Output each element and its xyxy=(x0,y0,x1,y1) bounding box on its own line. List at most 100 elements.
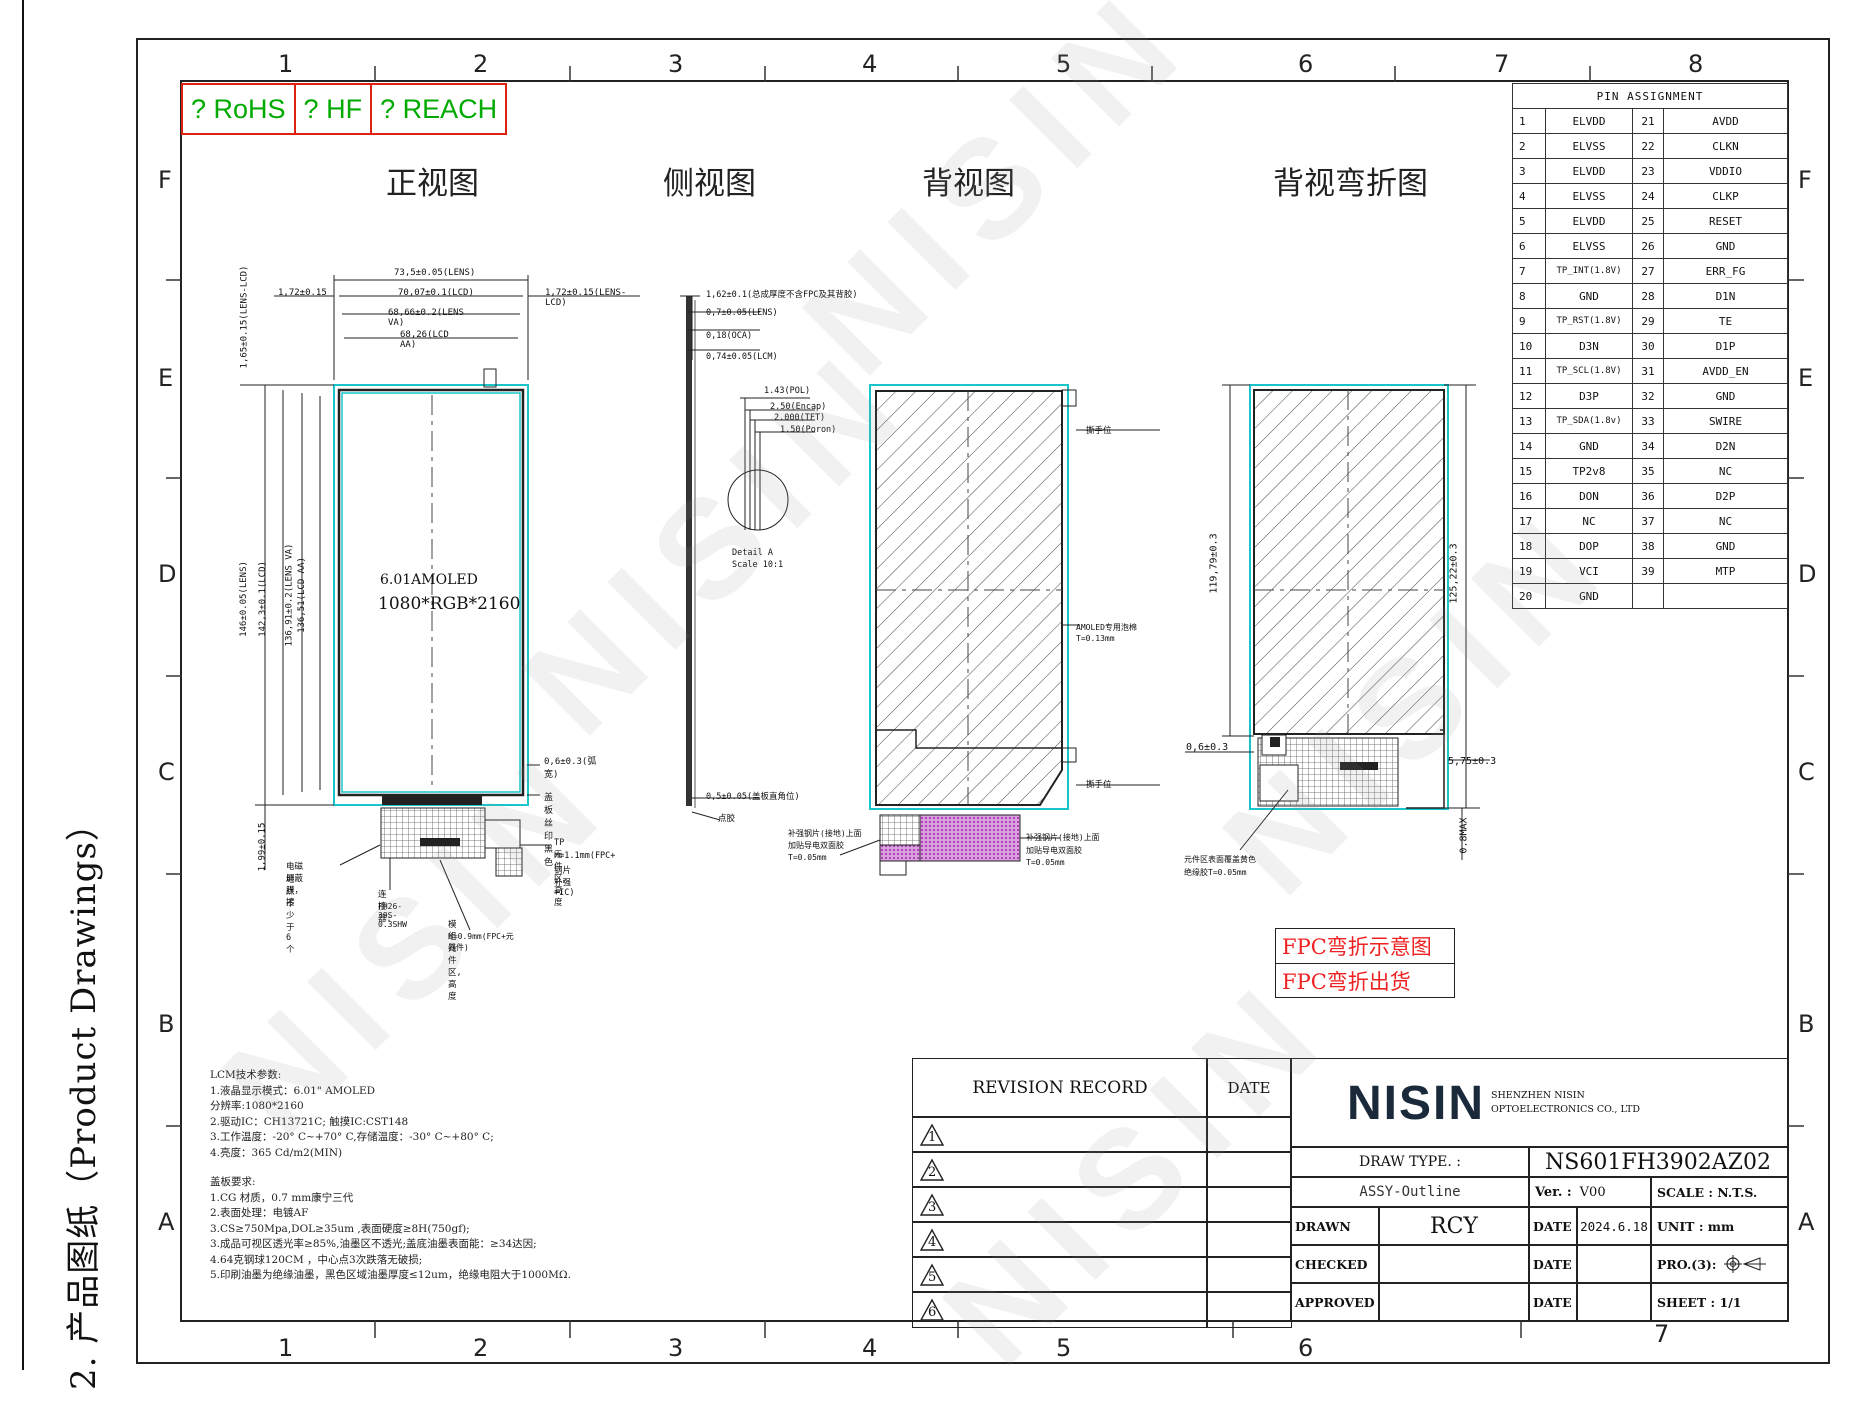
approved-date-label-cell: DATE xyxy=(1528,1282,1578,1322)
revision-number: 2 xyxy=(928,1164,937,1180)
dim-lcd-height: 142,3±0.1(LCD) xyxy=(257,561,268,637)
callout-tp-zone-3: 钢片补强+IC) xyxy=(554,866,575,898)
zone-col-2: 2 xyxy=(473,50,489,78)
pin-signal: D3N xyxy=(1545,333,1633,359)
zone-row-d: D xyxy=(158,560,177,588)
callout-emi-1: 电磁屏蔽膜，接 xyxy=(286,862,304,908)
dim-poron: 1.50(Poron) xyxy=(780,425,837,435)
zone-row-a: A xyxy=(158,1208,175,1236)
revision-number: 3 xyxy=(928,1199,937,1215)
pin-signal: D3P xyxy=(1545,383,1633,409)
callout-foam: AMOLED专用泡棉 xyxy=(1076,623,1137,632)
scale-cell: SCALE : N.T.S. xyxy=(1650,1176,1788,1208)
dim-total-thickness: 1,62±0.1(总成厚度不含FPC及其背胶) xyxy=(706,290,858,300)
pin-number: 12 xyxy=(1512,383,1546,409)
pin-signal: VCI xyxy=(1545,558,1633,584)
revision-row: 2 xyxy=(912,1151,1208,1188)
pin-signal: AVDD xyxy=(1663,108,1788,134)
hf-badge: ? HF xyxy=(296,85,373,133)
zone-col-b4: 4 xyxy=(862,1334,878,1362)
revision-row: 1 xyxy=(912,1116,1208,1153)
draw-type-label-cell: DRAW TYPE. : xyxy=(1290,1146,1530,1178)
panel-type: 6.01AMOLED xyxy=(380,572,478,588)
callout-module-zone-2: H=0.9mm(FPC+元器件) xyxy=(448,932,514,952)
zone-row-c: C xyxy=(158,758,175,786)
cover-note-line: 3.成品可视区透光率≥85%,油墨区不透光;盖底油墨表面能：≥34达因; xyxy=(210,1238,537,1250)
detail-a-scale: Scale 10:1 xyxy=(732,560,784,570)
pin-signal: SWIRE xyxy=(1663,408,1788,434)
lcm-note-line: 1.液晶显示模式：6.01" AMOLED xyxy=(210,1084,376,1097)
dim-total-height: 125,22±0.3 xyxy=(1448,543,1460,604)
drawing-frame xyxy=(136,38,1830,1364)
drawn-date-label-cell: DATE xyxy=(1528,1206,1578,1246)
lcm-notes: LCM技术参数:1.液晶显示模式：6.01" AMOLED 分辨率:1080*2… xyxy=(210,1068,710,1161)
pin-number: 6 xyxy=(1512,233,1546,259)
pin-signal: VDDIO xyxy=(1663,158,1788,184)
pin-signal: CLKP xyxy=(1663,183,1788,209)
zone-row-d-r: D xyxy=(1798,560,1817,588)
zone-col-b1: 1 xyxy=(278,1334,294,1362)
pin-signal: GND xyxy=(1663,533,1788,559)
dim-lcd-aa-height: 136,51(LCD AA) xyxy=(296,557,307,633)
dim-lcd-width: 70,07±0.1(LCD) xyxy=(398,288,474,298)
revision-record-label: REVISION RECORD xyxy=(972,1078,1148,1098)
lcm-note-line: 分辨率:1080*2160 xyxy=(210,1100,304,1112)
rohs-badge: ? RoHS xyxy=(183,85,296,133)
callout-arc-width: 0,6±0.3(弧宽) xyxy=(544,757,597,780)
pin-number: 18 xyxy=(1512,533,1546,559)
revision-date-cell xyxy=(1206,1221,1292,1258)
pin-signal: TE xyxy=(1663,308,1788,334)
zone-col-8: 8 xyxy=(1688,50,1704,78)
pin-number: 16 xyxy=(1512,483,1546,509)
pin-signal: D1N xyxy=(1663,283,1788,309)
zone-col-3: 3 xyxy=(668,50,684,78)
nisin-logo: NISIN xyxy=(1347,1076,1486,1130)
checked-label-cell: CHECKED xyxy=(1290,1244,1380,1284)
pin-signal: ELVDD xyxy=(1545,158,1633,184)
pin-number: 4 xyxy=(1512,183,1546,209)
pin-number: 28 xyxy=(1632,283,1664,309)
dim-bottom-border: 1,99±0.15 xyxy=(257,822,268,872)
company-name-line1: SHENZHEN NISIN xyxy=(1491,1090,1585,1101)
pin-number: 37 xyxy=(1632,508,1664,534)
callout-stiffener-left-2: 加贴导电双面胶 xyxy=(788,841,844,850)
pin-signal: TP_SDA(1.8v) xyxy=(1545,408,1633,434)
revision-row: 6 xyxy=(912,1291,1208,1328)
back-view-title: 背视图 xyxy=(922,166,1015,202)
dim-encap: 2.50(Encap) xyxy=(770,402,827,412)
pin-number: 8 xyxy=(1512,283,1546,309)
unit-cell: UNIT : mm xyxy=(1650,1206,1788,1246)
pin-number: 26 xyxy=(1632,233,1664,259)
pin-signal: NC xyxy=(1663,508,1788,534)
revision-triangle-icon: 4 xyxy=(919,1228,945,1252)
zone-row-e-r: E xyxy=(1798,364,1814,392)
pin-number: 24 xyxy=(1632,183,1664,209)
pin-number: 27 xyxy=(1632,258,1664,284)
pin-number: 11 xyxy=(1512,358,1546,384)
zone-row-b-r: B xyxy=(1798,1010,1815,1038)
checked-label: CHECKED xyxy=(1295,1256,1368,1272)
pin-signal: ELVSS xyxy=(1545,183,1633,209)
detail-a-label: Detail A xyxy=(732,548,773,558)
pin-number: 25 xyxy=(1632,208,1664,234)
dim-side-offset: 5,75±0.3 xyxy=(1448,756,1497,767)
pin-signal: ELVSS xyxy=(1545,133,1633,159)
draw-type-value: ASSY-Outline xyxy=(1359,1184,1461,1200)
pin-signal: ERR_FG xyxy=(1663,258,1788,284)
back-bent-view-drawing xyxy=(1185,384,1490,860)
drawn-by-cell: RCY xyxy=(1378,1206,1530,1246)
lcm-note-line: 4.亮度：365 Cd/m2(MIN) xyxy=(210,1146,343,1159)
revision-number: 4 xyxy=(928,1234,937,1250)
zone-row-c-r: C xyxy=(1798,758,1815,786)
dim-lcm-thickness: 0,74±0.05(LCM) xyxy=(706,352,778,362)
approved-label: APPROVED xyxy=(1295,1294,1375,1310)
dim-bent-height: 119,79±0.3 xyxy=(1208,533,1220,594)
pin-number: 2 xyxy=(1512,133,1546,159)
pin-number: 31 xyxy=(1632,358,1664,384)
cover-note-line: 1.CG 材质，0.7 mm康宁三代 xyxy=(210,1191,354,1204)
